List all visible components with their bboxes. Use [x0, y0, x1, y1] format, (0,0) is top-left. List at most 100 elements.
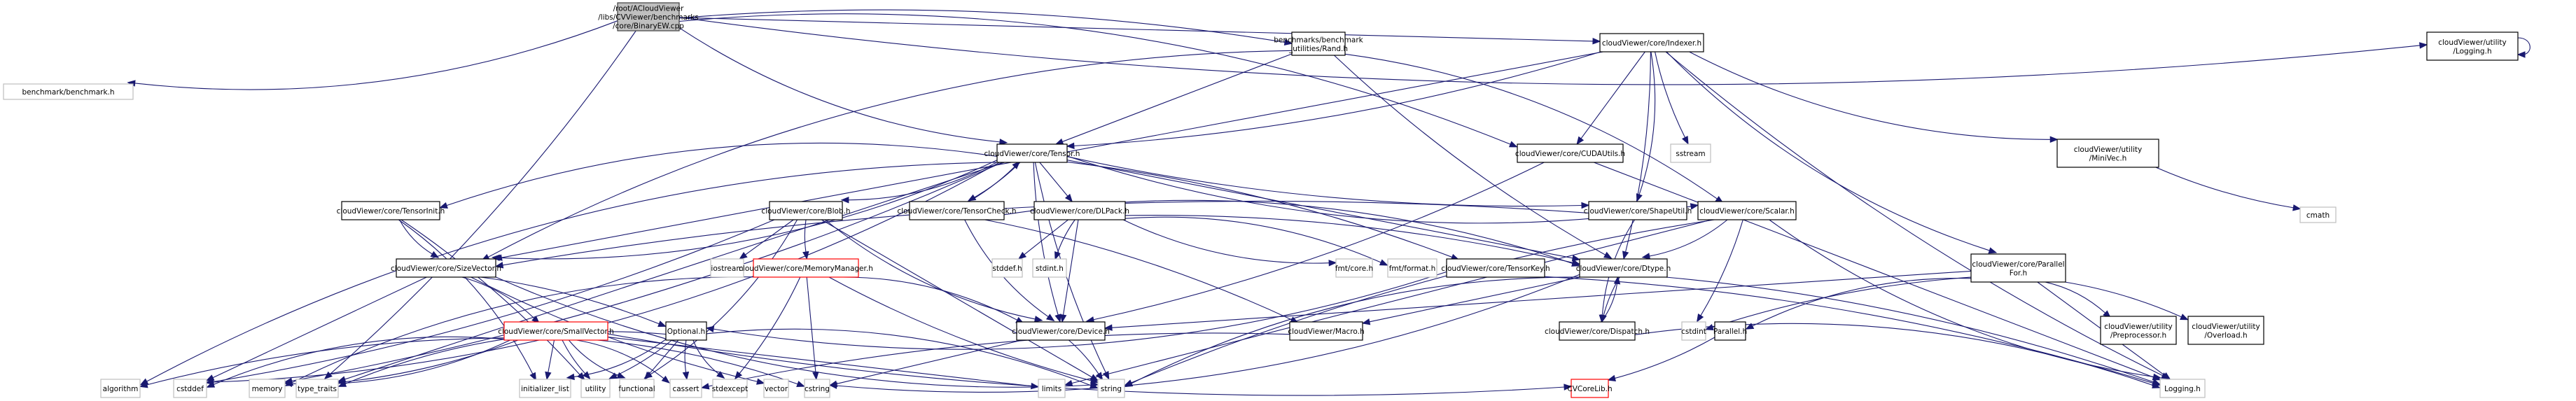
node-box — [1599, 33, 1704, 52]
edge-line — [291, 339, 510, 385]
node-label: cloudViewer/core/MemoryManager.h — [739, 265, 873, 273]
node-smallvector[interactable]: cloudViewer/core/SmallVector.h — [498, 321, 614, 341]
edge-line — [1023, 219, 1068, 255]
node-box — [1970, 253, 2066, 283]
edge-line — [568, 339, 620, 377]
edge-smallvector-to-cstring — [597, 339, 805, 388]
edge-line — [562, 339, 586, 374]
node-device[interactable]: cloudViewer/core/Device.h — [1012, 321, 1110, 341]
node-dlpack[interactable]: cloudViewer/core/DLPack.h — [1030, 201, 1129, 220]
node-tensorinit[interactable]: cloudViewer/core/TensorInit.h — [337, 201, 445, 220]
node-box — [519, 379, 571, 398]
edge-arrowhead — [1696, 313, 1704, 323]
edge-line — [212, 162, 1000, 383]
edge-arrowhead — [1090, 377, 1099, 384]
node-type_traits: type_traits — [295, 379, 339, 398]
edge-line — [678, 27, 1001, 143]
node-label: functional — [618, 385, 655, 393]
edge-line — [471, 276, 758, 383]
node-label: /libs/CVViewer/benchmarks — [598, 13, 699, 22]
edge-arrowhead — [1682, 136, 1689, 145]
node-macro[interactable]: cloudViewer/Macro.h — [1288, 321, 1365, 341]
edge-root-to-cudautils — [678, 13, 1518, 148]
node-minivec[interactable]: cloudViewer/utility/MiniVec.h — [2056, 139, 2159, 168]
node-label: cloudViewer/core/Blob.h — [761, 207, 850, 216]
edge-indexer-to-parallelfor — [1666, 51, 1998, 254]
node-optional[interactable]: Optional.h — [665, 321, 707, 341]
edge-line — [707, 332, 1290, 387]
node-stdexcept: stdexcept — [712, 379, 748, 398]
node-logging_util[interactable]: cloudViewer/utility/Logging.h — [2426, 31, 2519, 61]
node-scalar[interactable]: cloudViewer/core/Scalar.h — [1697, 201, 1797, 220]
edge-arrowhead — [1017, 251, 1027, 260]
edge-memmgr-to-cstring — [806, 276, 819, 381]
edge-line — [984, 219, 1293, 321]
node-label: /root/ACloudViewer — [613, 5, 684, 13]
node-label: cloudViewer/core/Dtype.h — [1576, 265, 1671, 273]
edge-line — [1073, 51, 1601, 147]
edge-line — [1130, 276, 1585, 384]
node-tensorcheck[interactable]: cloudViewer/core/TensorCheck.h — [897, 201, 1017, 220]
node-box — [396, 258, 496, 278]
edge-arrowhead — [1064, 193, 1073, 203]
node-overload[interactable]: cloudViewer/utility/Overload.h — [2187, 316, 2264, 345]
node-root[interactable]: /root/ACloudViewer/libs/CVViewer/benchma… — [598, 2, 699, 31]
node-memmgr[interactable]: cloudViewer/core/MemoryManager.h — [739, 258, 873, 278]
node-box — [763, 379, 789, 398]
node-label: cmath — [2306, 211, 2330, 220]
edge-line — [835, 274, 1580, 393]
edge-arrowhead — [1103, 324, 1113, 331]
edge-rand-to-sizevector — [481, 50, 1293, 261]
edge-minivec-to-cmath — [2155, 167, 2302, 211]
edge-sizevector-to-vector — [471, 276, 765, 385]
edge-line — [828, 276, 1092, 381]
edge-arrowhead — [828, 380, 838, 388]
edge-line — [2045, 281, 2106, 314]
node-box — [2426, 31, 2519, 61]
edge-optional-to-stdexcept — [692, 339, 725, 379]
node-box — [1446, 258, 1545, 278]
node-blob[interactable]: cloudViewer/core/Blob.h — [761, 201, 851, 220]
node-cudautils[interactable]: cloudViewer/core/CUDAUtils.h — [1515, 143, 1625, 163]
edge-line — [678, 17, 1594, 42]
edge-arrowhead — [1059, 314, 1067, 323]
edge-line — [576, 339, 665, 379]
node-rand[interactable]: benchmarks/benchmark_utilities/Rand.h — [1274, 31, 1364, 56]
node-cvcorelib[interactable]: CVCoreLib.h — [1567, 379, 1613, 398]
edge-arrowhead — [430, 251, 440, 258]
edge-arrowhead — [2152, 373, 2162, 381]
node-dtype[interactable]: cloudViewer/core/Dtype.h — [1576, 258, 1671, 278]
node-parallel_h[interactable]: Parallel.h — [1713, 321, 1747, 341]
edge-line — [615, 339, 672, 377]
node-preproc[interactable]: cloudViewer/utility/Preprocessor.h — [2100, 316, 2177, 345]
edge-smallvector-to-cstddef — [206, 336, 505, 388]
edge-line — [1689, 51, 2052, 140]
node-initializer_list: initializer_list — [519, 379, 571, 398]
node-tensor[interactable]: cloudViewer/core/Tensor.h — [984, 143, 1080, 163]
edge-line — [1092, 162, 1545, 321]
node-box — [1033, 201, 1126, 220]
node-algorithm: algorithm — [100, 379, 141, 398]
edge-arrowhead — [337, 381, 347, 387]
node-utility: utility — [580, 379, 611, 398]
edge-arrowhead — [1283, 38, 1293, 46]
node-indexer[interactable]: cloudViewer/core/Indexer.h — [1599, 33, 1704, 52]
edge-parallelfor-to-device — [1103, 270, 1972, 331]
edge-tensor-to-shapeutil — [1066, 156, 1590, 209]
edge-parallel_h-to-cvcorelib — [1607, 337, 1715, 381]
node-dispatch[interactable]: cloudViewer/core/Dispatch.h — [1545, 321, 1650, 341]
edge-scalar-to-logging_h — [1769, 219, 2162, 381]
edge-indexer-to-cudautils — [1576, 51, 1645, 146]
node-label: utility — [585, 385, 606, 393]
edge-arrowhead — [1603, 251, 1613, 259]
edge-arrowhead — [705, 325, 715, 333]
edge-dlpack-to-fmtformat — [1125, 216, 1388, 266]
node-shapeutil[interactable]: cloudViewer/core/ShapeUtil.h — [1584, 201, 1692, 220]
edge-line — [847, 162, 998, 201]
node-box — [295, 379, 339, 398]
node-box — [3, 83, 134, 100]
node-sizevector[interactable]: cloudViewer/core/SizeVector.h — [391, 258, 501, 278]
node-tensorkey[interactable]: cloudViewer/core/TensorKey.h — [1441, 258, 1550, 278]
edge-arrowhead — [1089, 382, 1099, 389]
